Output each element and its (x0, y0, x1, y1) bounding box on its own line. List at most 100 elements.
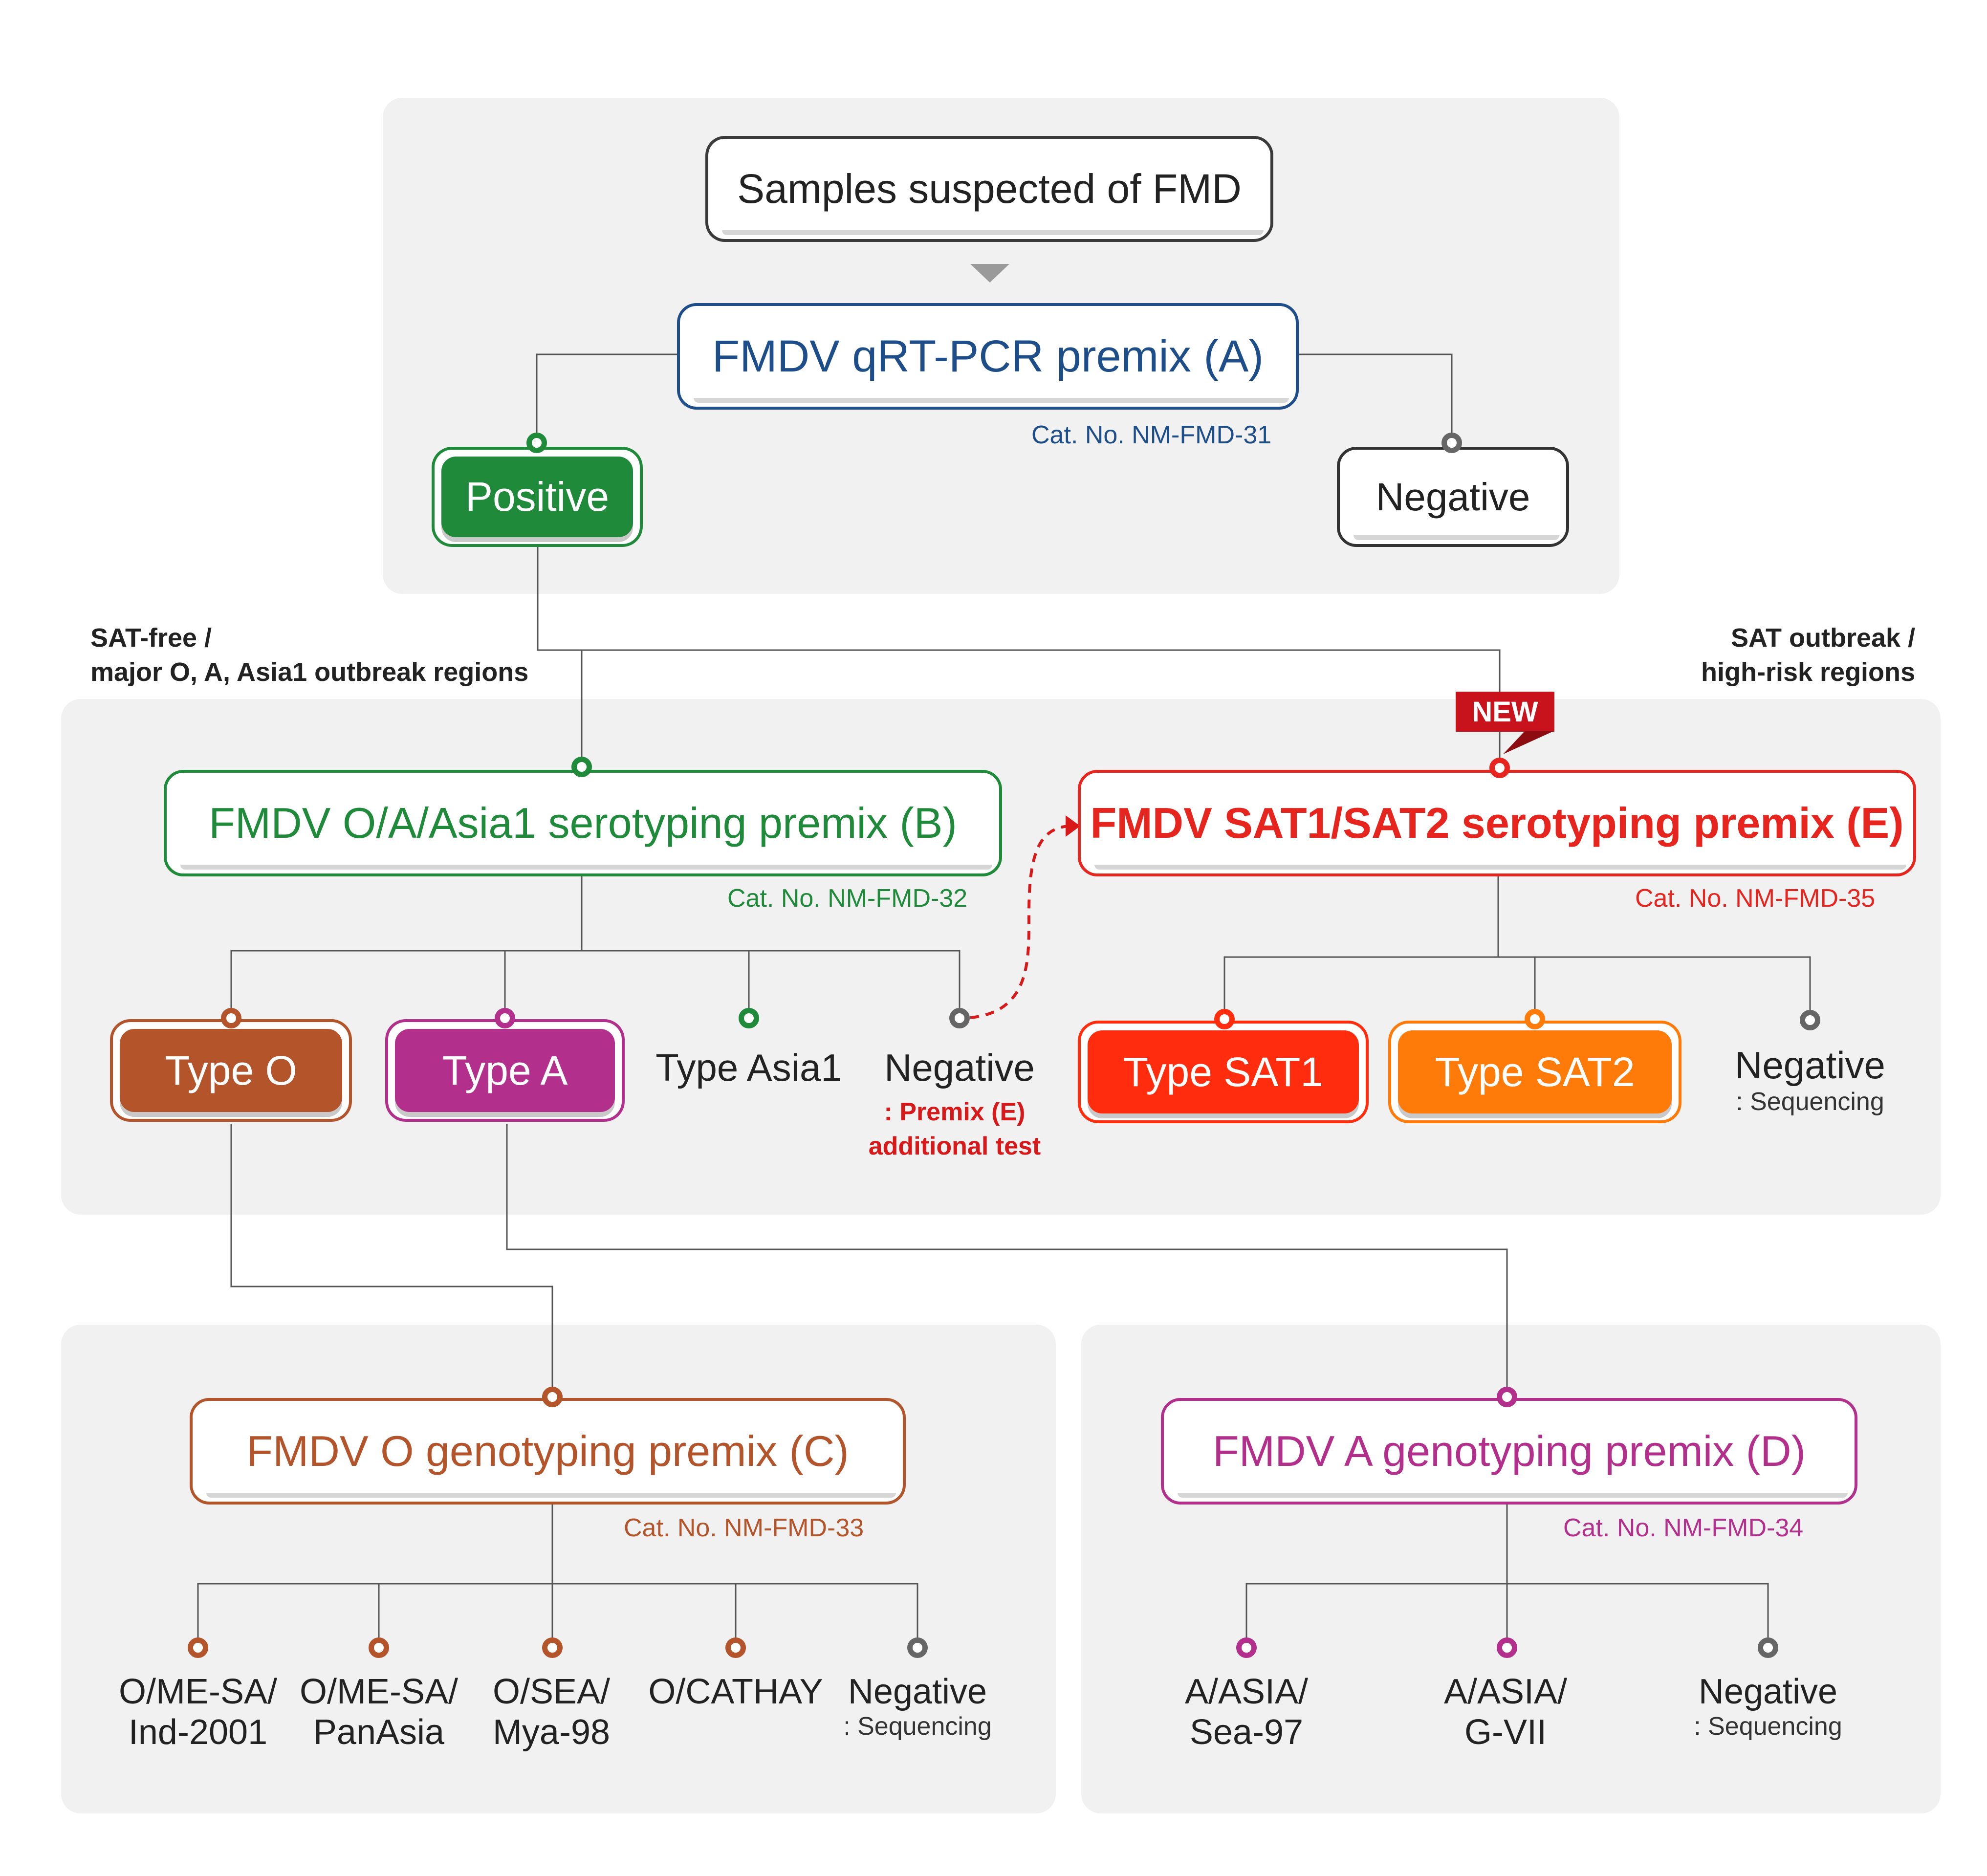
a-asia-gvii-line-1: A/ASIA/ (1443, 1672, 1568, 1711)
o-me-sa-panasia-line-1: O/ME-SA/ (299, 1672, 459, 1711)
premix-c-label: FMDV O genotyping premix (C) (246, 1427, 849, 1475)
premix-c-node (542, 1387, 563, 1407)
a-asia-sea-node (1236, 1637, 1257, 1658)
o-me-sa-panasia-node (369, 1637, 389, 1658)
negative-d-node (1758, 1637, 1778, 1658)
region-left-line-2: major O, A, Asia1 outbreak regions (90, 657, 529, 687)
new-badge: NEW (1456, 692, 1554, 732)
red-arrowhead-icon (1066, 815, 1080, 837)
premix-b-box: FMDV O/A/Asia1 serotyping premix (B) (164, 770, 1002, 876)
positive-label: Positive (465, 474, 610, 520)
negative-d-block: Negative : Sequencing (1670, 1672, 1866, 1742)
o-me-sa-ind-label: O/ME-SA/ Ind-2001 (100, 1672, 296, 1753)
type-sat2-pill: Type SAT2 (1388, 1021, 1681, 1123)
premix-b-label: FMDV O/A/Asia1 serotyping premix (B) (209, 799, 957, 847)
region-right-note: SAT outbreak / high-risk regions (1701, 621, 1915, 689)
a-asia-gvii-node (1497, 1637, 1517, 1658)
a-asia-sea-line-1: A/ASIA/ (1184, 1672, 1309, 1711)
type-a-label: Type A (442, 1047, 568, 1093)
o-me-sa-panasia-label: O/ME-SA/ PanAsia (281, 1672, 477, 1753)
premix-e-box: FMDV SAT1/SAT2 serotyping premix (E) (1078, 770, 1916, 876)
negative-b-label: Negative (884, 1046, 1035, 1089)
negative-e-note: : Sequencing (1736, 1087, 1884, 1116)
type-o-node (221, 1008, 241, 1028)
negative-b-note: : Premix (E) additional test (837, 1095, 1072, 1163)
negative-a-box: Negative (1337, 447, 1569, 547)
o-me-sa-panasia-line-2: PanAsia (313, 1712, 445, 1752)
line-d-branch (1245, 1583, 1769, 1647)
negative-b-node (949, 1008, 970, 1028)
cat-e: Cat. No. NM-FMD-35 (1635, 884, 1876, 913)
premix-d-label: FMDV A genotyping premix (D) (1213, 1427, 1806, 1475)
line-to-negative (1298, 353, 1453, 444)
type-sat1-label: Type SAT1 (1123, 1048, 1324, 1095)
premix-b-node (571, 757, 592, 777)
type-asia1-node (739, 1008, 759, 1028)
a-asia-sea-label: A/ASIA/ Sea-97 (1149, 1672, 1344, 1753)
o-sea-mya-line-2: Mya-98 (492, 1712, 611, 1752)
negative-e-label: Negative (1735, 1044, 1885, 1087)
positive-pill: Positive (432, 447, 643, 547)
negative-c-note: : Sequencing (843, 1712, 992, 1741)
negative-e-node (1800, 1010, 1820, 1030)
type-a-node (495, 1008, 515, 1028)
type-sat2-label: Type SAT2 (1435, 1048, 1635, 1095)
cat-d: Cat. No. NM-FMD-34 (1563, 1514, 1804, 1542)
line-c-branch (197, 1583, 918, 1647)
cat-c: Cat. No. NM-FMD-33 (624, 1514, 864, 1542)
line-e-branch (1223, 956, 1811, 1022)
premix-a-label: FMDV qRT-PCR premix (A) (712, 331, 1264, 381)
negative-d-note: : Sequencing (1694, 1712, 1842, 1741)
o-sea-mya-label: O/SEA/ Mya-98 (454, 1672, 649, 1753)
line-positive-to-e (537, 545, 1501, 767)
cat-b: Cat. No. NM-FMD-32 (727, 884, 968, 913)
type-sat1-pill: Type SAT1 (1078, 1021, 1369, 1123)
line-to-positive (536, 353, 681, 443)
o-me-sa-ind-line-1: O/ME-SA/ (118, 1672, 278, 1711)
premix-d-box: FMDV A genotyping premix (D) (1161, 1398, 1857, 1505)
type-a-pill: Type A (385, 1019, 625, 1122)
negative-d-label: Negative (1698, 1672, 1838, 1711)
dashed-arrow-to-e (970, 825, 1071, 1019)
down-arrow-icon (970, 264, 1009, 283)
o-me-sa-ind-node (188, 1637, 208, 1658)
region-right-line-1: SAT outbreak / (1731, 623, 1916, 653)
o-sea-mya-line-1: O/SEA/ (492, 1672, 611, 1711)
o-me-sa-ind-line-2: Ind-2001 (128, 1712, 268, 1752)
region-left-line-1: SAT-free / (90, 623, 212, 653)
o-cathay-node (725, 1637, 746, 1658)
negative-a-label: Negative (1376, 475, 1530, 519)
premix-e-node (1489, 758, 1510, 778)
a-asia-gvii-line-2: G-VII (1464, 1712, 1547, 1752)
type-o-pill: Type O (110, 1019, 352, 1122)
negative-e-block: Negative : Sequencing (1712, 1044, 1908, 1116)
samples-label: Samples suspected of FMD (737, 166, 1242, 212)
negative-a-node (1441, 433, 1462, 453)
line-o-to-c (230, 1124, 553, 1397)
type-sat2-node (1525, 1009, 1545, 1029)
negative-b-note-line-2: additional test (868, 1132, 1041, 1161)
samples-box: Samples suspected of FMD (705, 136, 1273, 242)
negative-c-node (907, 1637, 928, 1658)
a-asia-gvii-label: A/ASIA/ G-VII (1408, 1672, 1603, 1753)
premix-e-label: FMDV SAT1/SAT2 serotyping premix (E) (1090, 799, 1904, 847)
negative-b-note-line-1: : Premix (E) (884, 1098, 1026, 1126)
negative-c-block: Negative : Sequencing (820, 1672, 1015, 1742)
premix-a-box: FMDV qRT-PCR premix (A) (677, 303, 1299, 410)
new-badge-tail-icon (1503, 731, 1554, 754)
a-asia-sea-line-2: Sea-97 (1189, 1712, 1304, 1752)
region-right-line-2: high-risk regions (1701, 657, 1916, 687)
line-a-to-d (506, 1124, 1508, 1397)
type-o-label: Type O (165, 1047, 297, 1093)
premix-c-box: FMDV O genotyping premix (C) (190, 1398, 906, 1505)
region-left-note: SAT-free / major O, A, Asia1 outbreak re… (90, 621, 528, 689)
cat-a: Cat. No. NM-FMD-31 (1031, 421, 1272, 449)
positive-node (526, 433, 547, 453)
o-sea-mya-node (542, 1637, 563, 1658)
line-b-branch (230, 950, 961, 1019)
type-sat1-node (1214, 1009, 1235, 1029)
type-asia1-label: Type Asia1 (655, 1046, 842, 1089)
negative-c-label: Negative (848, 1672, 987, 1711)
o-cathay-label: O/CATHAY (648, 1672, 823, 1711)
